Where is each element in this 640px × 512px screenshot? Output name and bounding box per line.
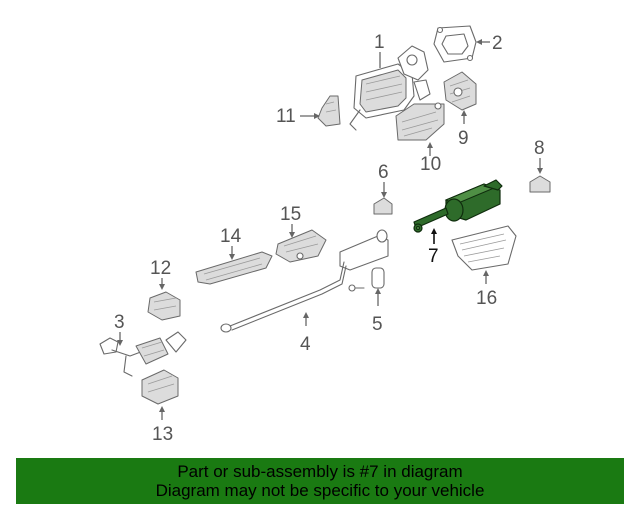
part-10-heat-shield[interactable] [395, 102, 445, 141]
callout-label-1: 1 [374, 32, 385, 53]
callout-label-3: 3 [114, 312, 125, 333]
callout-10: 10 [420, 142, 441, 175]
callout-5: 5 [372, 288, 383, 335]
part-11-bracket[interactable] [317, 95, 341, 127]
callout-label-6: 6 [378, 162, 389, 183]
info-banner: Part or sub-assembly is #7 in diagram Di… [16, 458, 624, 504]
callout-4: 4 [300, 312, 311, 355]
part-7-muffler[interactable] [413, 179, 503, 233]
part-14-heat-shield[interactable] [195, 251, 273, 285]
callout-label-11: 11 [276, 106, 296, 127]
part-16-heat-shield[interactable] [451, 225, 517, 271]
part-13-heat-shield[interactable] [141, 369, 179, 405]
callout-9: 9 [458, 110, 469, 149]
callout-label-4: 4 [300, 334, 311, 355]
callout-label-12: 12 [150, 258, 171, 279]
callout-8: 8 [534, 138, 545, 174]
part-6-bracket[interactable] [373, 197, 393, 215]
callout-3: 3 [114, 312, 125, 346]
callout-14: 14 [220, 226, 242, 260]
callout-2: 2 [476, 33, 503, 54]
banner-line-1: Part or sub-assembly is #7 in diagram [177, 462, 463, 481]
banner-line-2: Diagram may not be specific to your vehi… [155, 481, 485, 500]
callout-1: 1 [374, 32, 385, 68]
callout-6: 6 [378, 162, 389, 198]
callout-16: 16 [476, 270, 497, 309]
callout-label-7: 7 [428, 246, 439, 267]
part-5-hanger[interactable] [371, 267, 385, 289]
callout-label-8: 8 [534, 138, 545, 159]
callout-label-16: 16 [476, 288, 497, 309]
part-2-gasket[interactable] [433, 25, 477, 63]
exhaust-parts-diagram: 1 2 9 10 11 [99, 25, 551, 445]
part-8-hanger[interactable] [529, 175, 551, 193]
part-1-catalytic-converter[interactable] [349, 45, 431, 131]
callout-7: 7 [428, 228, 439, 267]
callout-label-10: 10 [420, 154, 441, 175]
part-4-pipe[interactable] [220, 229, 389, 333]
callout-13: 13 [152, 406, 173, 445]
callout-11: 11 [276, 106, 320, 127]
callout-label-13: 13 [152, 424, 173, 445]
callout-15: 15 [280, 204, 301, 238]
part-12-bracket[interactable] [147, 291, 181, 321]
part-9-heat-shield[interactable] [443, 71, 477, 111]
callout-label-14: 14 [220, 226, 242, 247]
callout-label-2: 2 [492, 33, 503, 54]
part-15-heat-shield[interactable] [275, 229, 327, 263]
callout-12: 12 [150, 258, 171, 290]
callout-label-5: 5 [372, 314, 383, 335]
part-3-front-pipe[interactable] [99, 331, 187, 377]
callout-label-15: 15 [280, 204, 301, 225]
callout-label-9: 9 [458, 128, 469, 149]
